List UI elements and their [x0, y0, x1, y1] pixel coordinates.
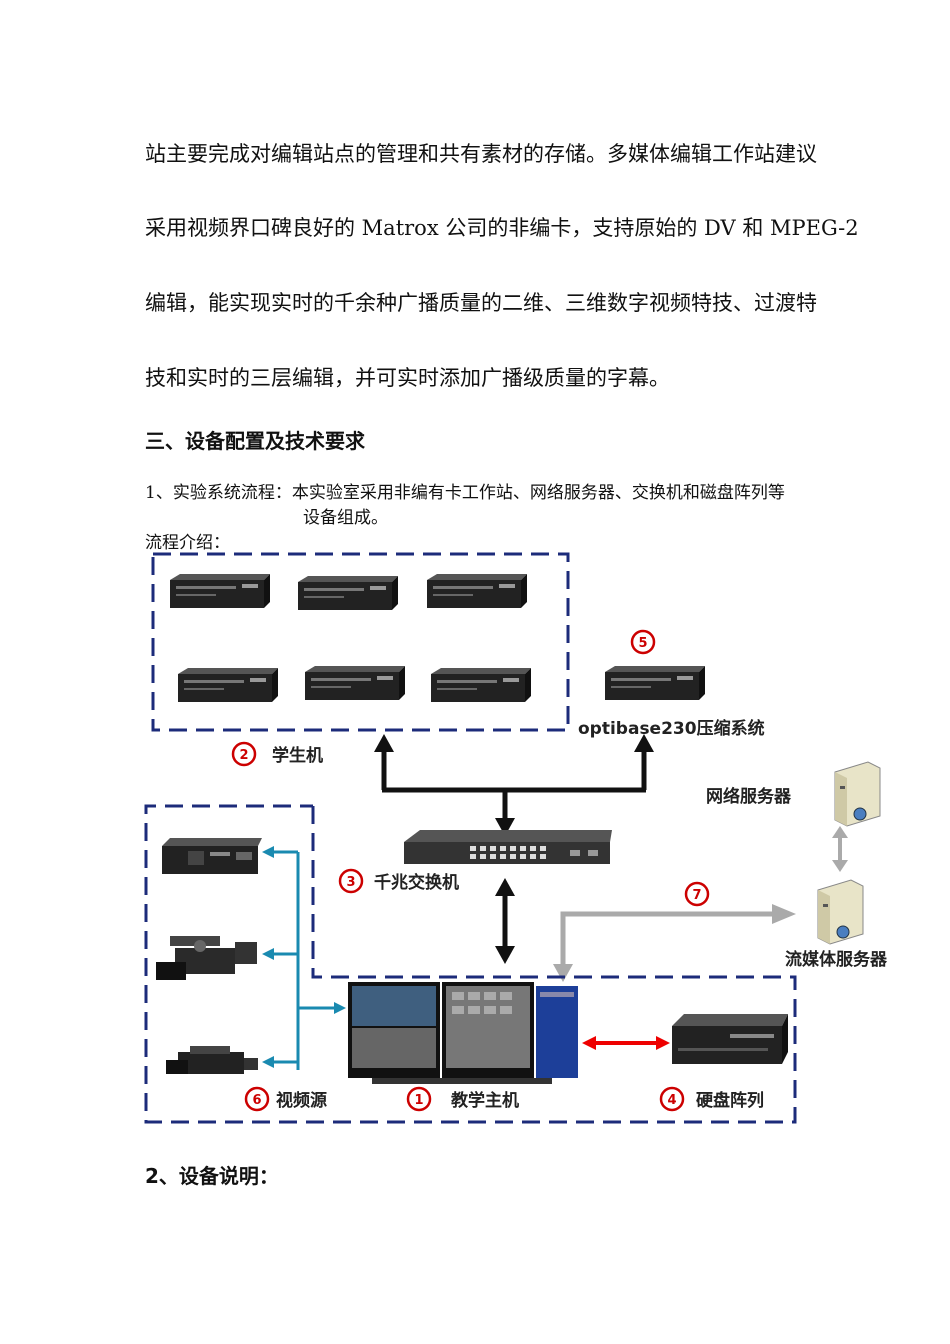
- badge-6: 6: [244, 1086, 270, 1112]
- flow-intro: 流程介绍：: [145, 533, 230, 553]
- svg-text:1: 1: [414, 1093, 423, 1108]
- optibase-label: optibase230压缩系统: [578, 718, 765, 739]
- streaming-server-icon: [817, 879, 864, 945]
- student-machines-group: [151, 552, 570, 732]
- gigabit-switch-icon: [404, 830, 612, 864]
- item1-line-2: 设备组成。: [303, 508, 388, 528]
- network-server-label: 网络服务器: [706, 786, 792, 807]
- svg-text:4: 4: [667, 1093, 676, 1108]
- switch-to-host-arrow: [495, 878, 515, 964]
- section-heading-item-2: 2、设备说明：: [145, 1164, 279, 1188]
- badge-2: 2: [231, 741, 257, 767]
- disk-array-icon: [672, 1014, 788, 1064]
- paragraph-line-4: 技和实时的三层编辑，并可实时添加广播级质量的字幕。: [145, 366, 670, 390]
- video-recorder-icon: [162, 838, 262, 874]
- paragraph-line-3: 编辑，能实现实时的千余种广播质量的二维、三维数字视频特技、过渡特: [145, 291, 817, 315]
- gigabit-switch-label: 千兆交换机: [374, 872, 459, 893]
- svg-text:2: 2: [239, 748, 248, 763]
- badge-5: 5: [630, 629, 656, 655]
- badge-1: 1: [406, 1086, 432, 1112]
- section-heading-3: 三、设备配置及技术要求: [145, 429, 365, 453]
- handheld-camera-icon: [166, 1046, 258, 1074]
- video-source-connectors: [262, 846, 346, 1070]
- item1-line-1: 1、实验系统流程：本实验室采用非编有卡工作站、网络服务器、交换机和磁盘阵列等: [145, 483, 785, 503]
- teaching-host-label: 教学主机: [450, 1090, 519, 1111]
- optibase-compression-server: [605, 666, 705, 700]
- badge-7: 7: [684, 881, 710, 907]
- host-to-streaming-arrow: [553, 904, 796, 982]
- network-server-icon: [834, 761, 881, 827]
- switch-to-students-connector: [374, 734, 654, 836]
- svg-text:3: 3: [346, 875, 355, 890]
- camcorder-icon: [156, 936, 257, 980]
- system-flow-diagram: 5 optibase230压缩系统 2 学生机 网络服务器 流媒体服务器: [144, 552, 888, 1124]
- disk-array-label: 硬盘阵列: [696, 1090, 764, 1111]
- host-to-disk-arrow: [582, 1036, 670, 1050]
- streaming-server-label: 流媒体服务器: [785, 949, 888, 970]
- paragraph-line-1: 站主要完成对编辑站点的管理和共有素材的存储。多媒体编辑工作站建议: [145, 142, 817, 166]
- teaching-host-workstation: [348, 982, 578, 1084]
- video-source-group: [144, 804, 797, 1124]
- svg-text:7: 7: [692, 888, 701, 903]
- server-link-arrow: [832, 826, 848, 872]
- badge-4: 4: [659, 1086, 685, 1112]
- student-machine-label: 学生机: [272, 745, 323, 766]
- svg-text:6: 6: [252, 1093, 261, 1108]
- badge-3: 3: [338, 868, 364, 894]
- video-source-label: 视频源: [276, 1090, 327, 1111]
- svg-text:5: 5: [638, 636, 647, 651]
- paragraph-line-2: 采用视频界口碑良好的 Matrox 公司的非编卡，支持原始的 DV 和 MPEG…: [145, 216, 859, 240]
